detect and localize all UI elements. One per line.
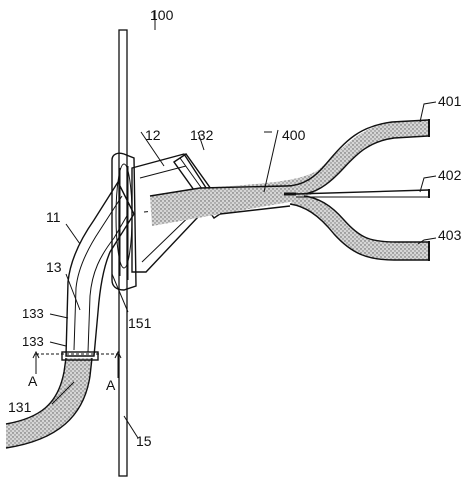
label-403: 403 — [438, 227, 462, 243]
label-151: 151 — [128, 315, 152, 331]
lower-hose — [5, 357, 93, 449]
label-13: 13 — [46, 259, 62, 275]
section-marker — [32, 350, 122, 378]
flange-bracket — [111, 152, 137, 291]
label-400: 400 — [282, 127, 306, 143]
label-15: 15 — [136, 433, 152, 449]
label-133-upper: 133 — [22, 306, 44, 321]
label-section-a-left: A — [28, 373, 38, 389]
tube-collar — [61, 351, 99, 361]
label-133-lower: 133 — [22, 334, 44, 349]
label-section-a-right: A — [106, 377, 116, 393]
label-131: 131 — [8, 399, 32, 415]
mounting-plate — [118, 29, 128, 477]
bent-tube — [61, 180, 135, 361]
label-11: 11 — [46, 209, 61, 225]
label-12: 12 — [145, 127, 161, 143]
main-hose — [149, 119, 430, 261]
label-132: 132 — [190, 127, 214, 143]
label-401: 401 — [438, 93, 462, 109]
label-402: 402 — [438, 167, 462, 183]
leader-lines — [49, 10, 437, 439]
label-100: 100 — [150, 7, 174, 23]
